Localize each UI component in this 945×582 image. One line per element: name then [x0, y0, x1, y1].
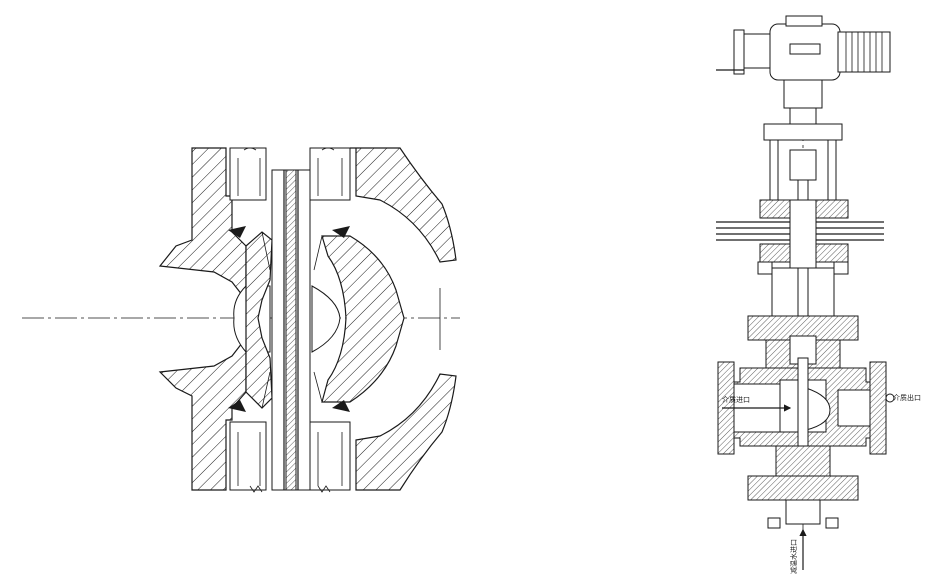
outlet-label: 介质出口 [893, 393, 921, 402]
bottom-bolt-right [825, 517, 839, 529]
yoke-top-plate [763, 123, 843, 141]
outlet-pipe [837, 389, 871, 427]
yoke-post-right [827, 139, 837, 201]
bottom-right-packing [309, 421, 351, 491]
bottom-flange [747, 475, 859, 501]
right-body-lower [355, 373, 457, 491]
bottom-left-packing [229, 421, 267, 491]
top-right-packing [309, 147, 351, 201]
actuator-top [785, 15, 823, 27]
lower-cage [775, 445, 831, 477]
assembly-view: 介质进口 介质出口 减温水进口 [716, 15, 921, 574]
inner-wedges [261, 231, 323, 409]
outlet-flange [869, 361, 887, 455]
actuator-window [789, 43, 821, 55]
bottom-label: 减温水进口 [789, 539, 798, 574]
stem-nut [789, 149, 817, 181]
packing-lines-br [317, 432, 343, 486]
yoke-post-left [769, 139, 779, 201]
seat-ring-left [245, 231, 273, 409]
break-lines-bottom [249, 485, 331, 493]
seal-upper-left [228, 226, 246, 238]
seal-lower-left [228, 400, 246, 412]
bonnet-core [789, 199, 817, 269]
seal-upper-right [332, 226, 350, 238]
seat-ring-right [321, 235, 405, 403]
coupling-neck [789, 107, 817, 127]
handwheel-box [743, 33, 771, 69]
stem-upper [797, 179, 809, 201]
bolt-right [833, 261, 849, 275]
motor-fins [845, 32, 883, 72]
outlet-port [885, 393, 895, 403]
seal-lower-right [332, 400, 350, 412]
bottom-bolt-left [767, 517, 781, 529]
top-left-packing [229, 147, 267, 201]
handwheel [733, 29, 745, 75]
packing-lines-left [237, 158, 261, 196]
break-lines-top [243, 147, 335, 151]
plug-disk [311, 285, 341, 353]
bottom-cap [785, 499, 821, 525]
left-body-lower [158, 336, 247, 491]
coupling [783, 79, 823, 109]
bolt-left [757, 261, 773, 275]
plug [805, 387, 831, 431]
stem-core [285, 169, 297, 491]
packing-lines-right [317, 158, 343, 196]
right-body-upper [350, 147, 457, 263]
detail-view [22, 147, 460, 493]
inlet-label: 介质进口 [722, 395, 750, 404]
packing-lines-bl [237, 432, 261, 486]
